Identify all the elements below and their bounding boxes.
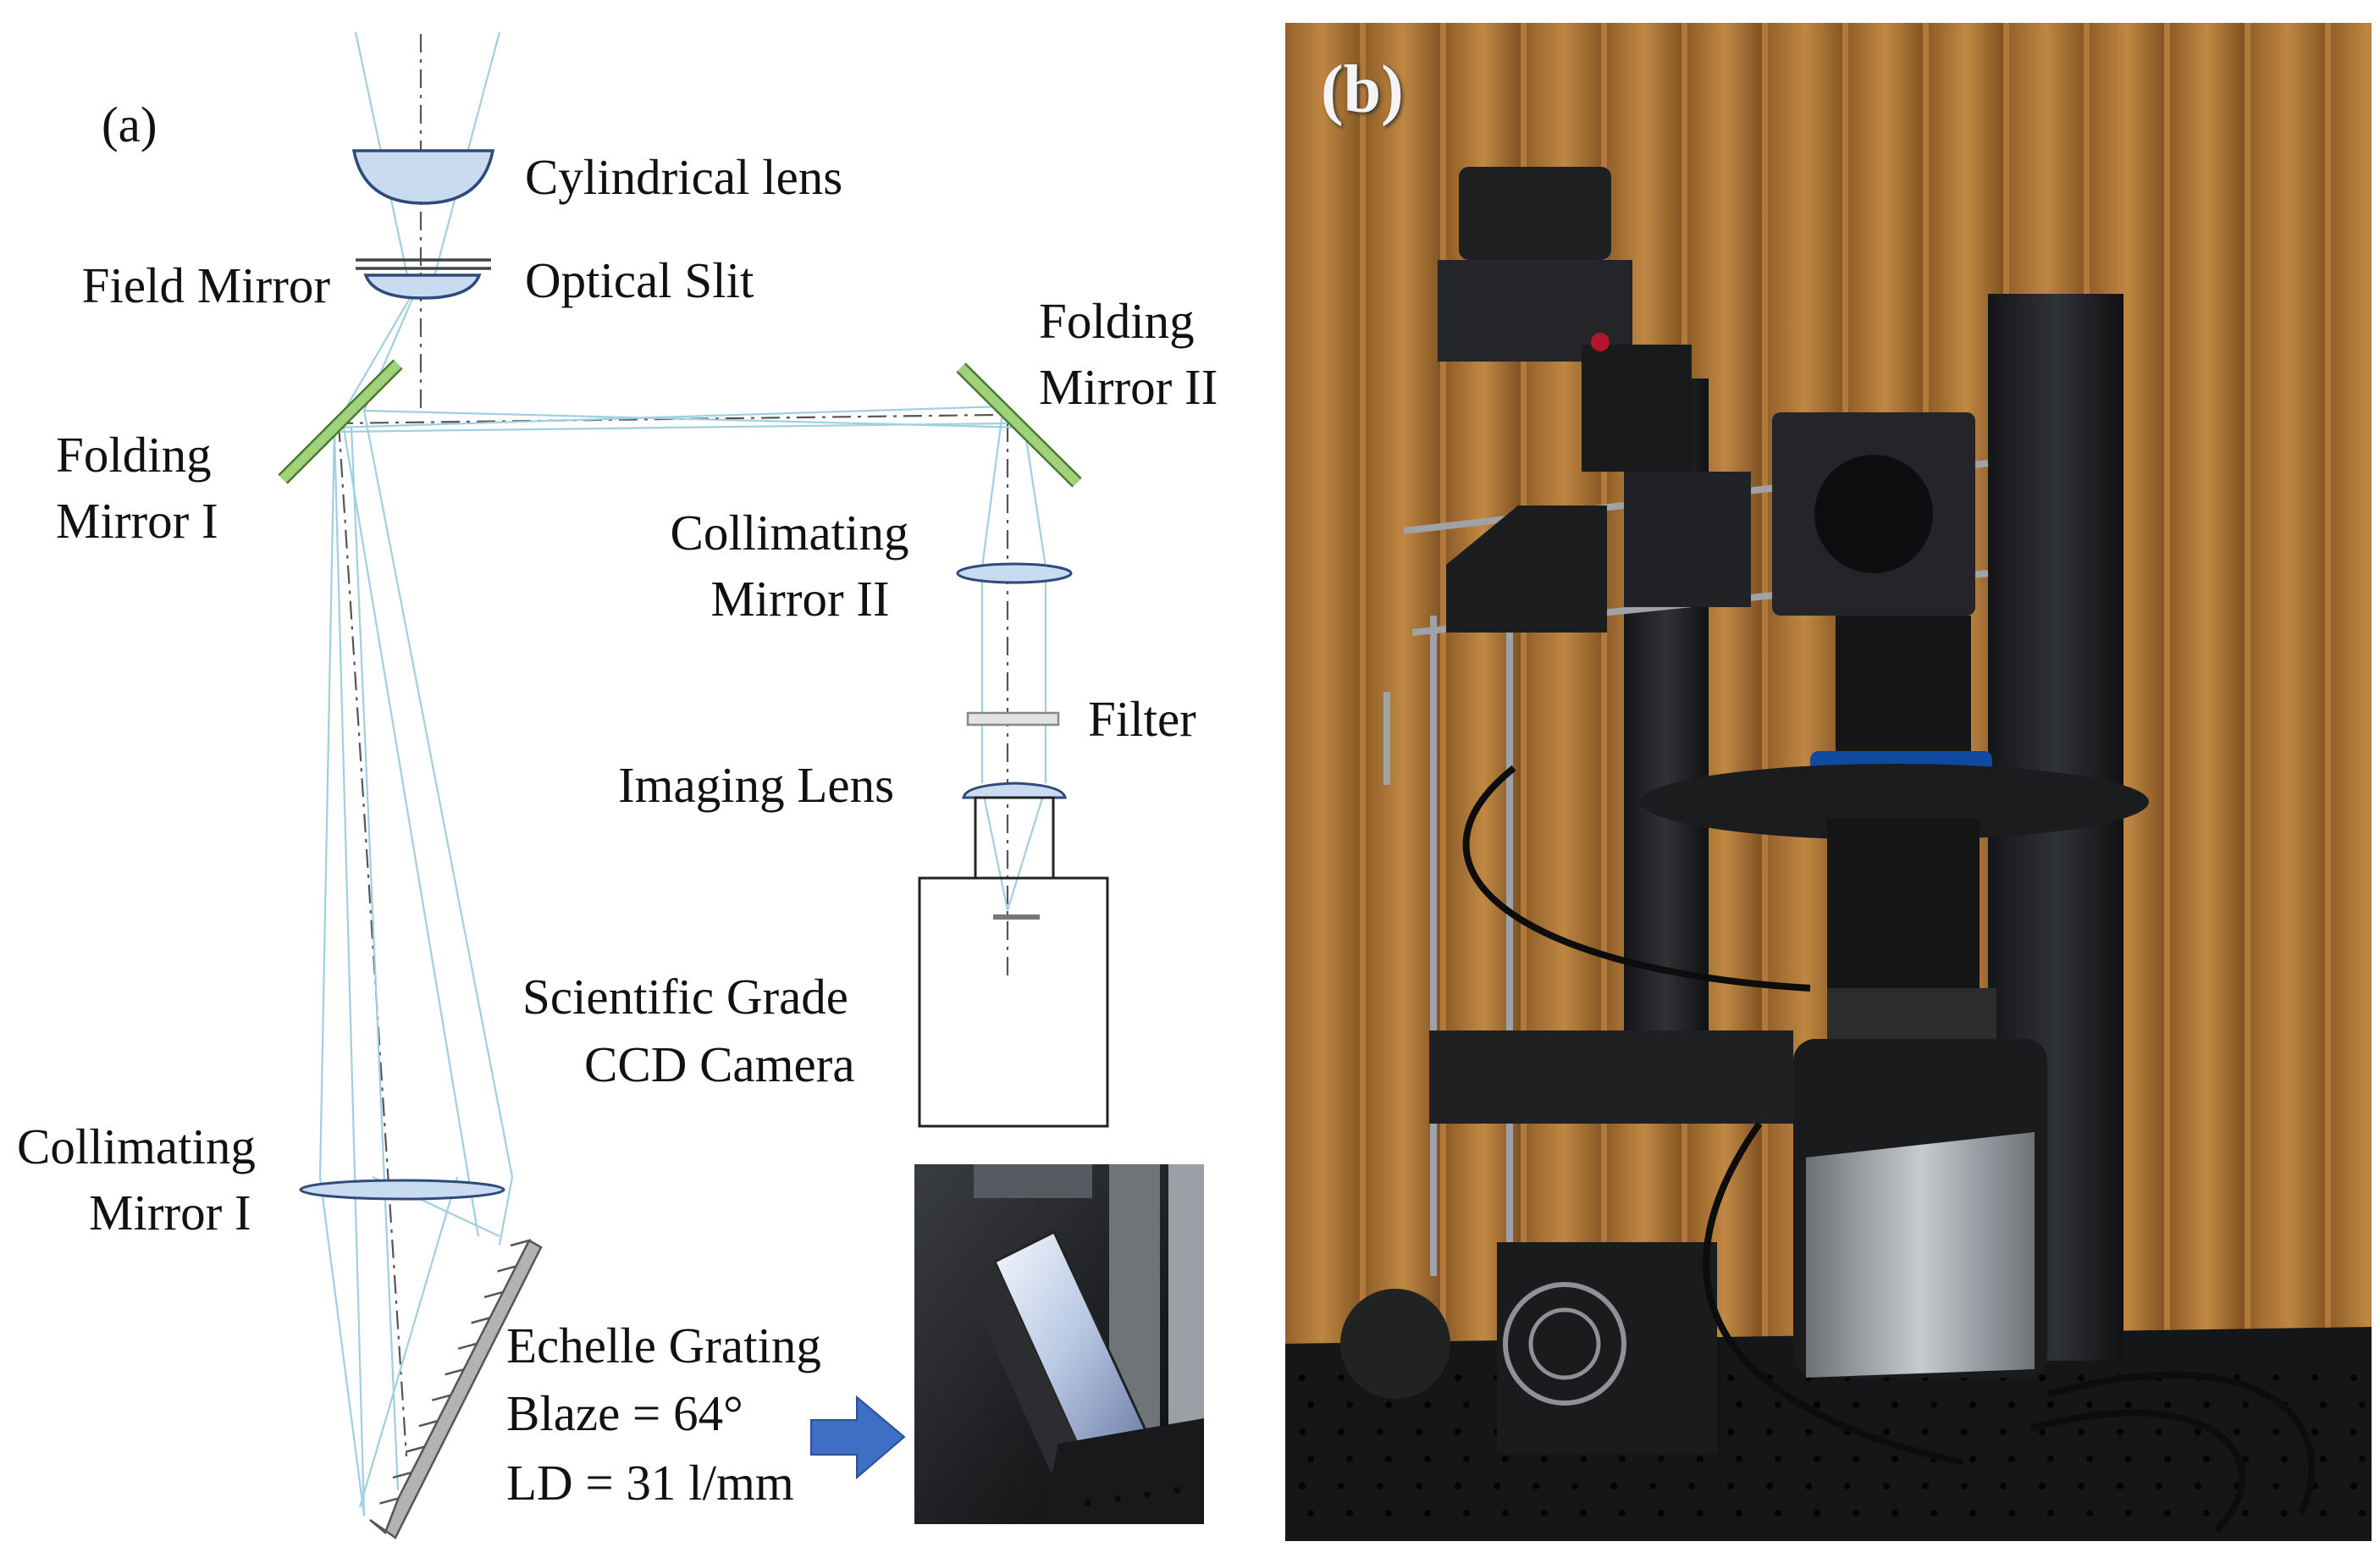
optical-layout-drawing bbox=[278, 31, 1109, 1539]
imaging-lens-shape bbox=[962, 782, 1067, 799]
instrument-photo-illustration bbox=[1285, 23, 2372, 1541]
folding-mirror-1-shape bbox=[278, 359, 403, 484]
label-field-mirror: Field Mirror bbox=[81, 257, 330, 313]
panel-b-label: (b) bbox=[1321, 52, 1404, 127]
label-ccd-line1: Scientific Grade bbox=[522, 969, 848, 1025]
ccd-camera-body bbox=[918, 876, 1109, 1128]
grating-inset-photo bbox=[914, 1164, 1204, 1524]
label-collimating-mirror-1-line1: Collimating bbox=[17, 1119, 256, 1174]
collimating-mirror-1-shape bbox=[299, 1179, 505, 1201]
panel-a-label: (a) bbox=[102, 97, 157, 152]
optical-axis-lines bbox=[334, 34, 1009, 1457]
label-filter: Filter bbox=[1088, 691, 1196, 747]
label-collimating-mirror-1-line2: Mirror I bbox=[89, 1185, 251, 1240]
label-blaze-angle: Blaze = 64° bbox=[506, 1385, 743, 1441]
label-folding-mirror-2-line2: Mirror II bbox=[1039, 359, 1218, 415]
cylindrical-lens-shape bbox=[351, 149, 495, 205]
label-collimating-mirror-2-line1: Collimating bbox=[670, 505, 909, 561]
ray-bundles bbox=[318, 31, 1047, 1517]
panel-b-instrument-photo: (b) bbox=[1285, 23, 2372, 1541]
label-line-density: LD = 31 l/mm bbox=[506, 1455, 794, 1511]
field-mirror-shape bbox=[363, 273, 482, 300]
echelle-grating-shape bbox=[369, 1239, 543, 1539]
label-folding-mirror-2-line1: Folding bbox=[1039, 293, 1195, 349]
label-collimating-mirror-2-line2: Mirror II bbox=[710, 571, 890, 627]
filter-shape bbox=[966, 711, 1060, 727]
label-folding-mirror-1-line1: Folding bbox=[56, 427, 212, 483]
label-imaging-lens: Imaging Lens bbox=[618, 757, 895, 813]
label-cylindrical-lens: Cylindrical lens bbox=[525, 149, 843, 205]
collimating-mirror-2-shape bbox=[956, 562, 1073, 584]
label-echelle-grating: Echelle Grating bbox=[506, 1318, 821, 1373]
optical-slit-shape bbox=[356, 258, 491, 270]
arrow-to-grating-photo bbox=[810, 1395, 906, 1480]
label-ccd-line2: CCD Camera bbox=[584, 1036, 855, 1092]
panel-a-schematic: (a) Cylindrical lens Optical Slit Field … bbox=[17, 31, 1218, 1539]
label-optical-slit: Optical Slit bbox=[525, 252, 754, 308]
label-folding-mirror-1-line2: Mirror I bbox=[56, 493, 218, 549]
folding-mirror-2-shape bbox=[956, 362, 1082, 488]
